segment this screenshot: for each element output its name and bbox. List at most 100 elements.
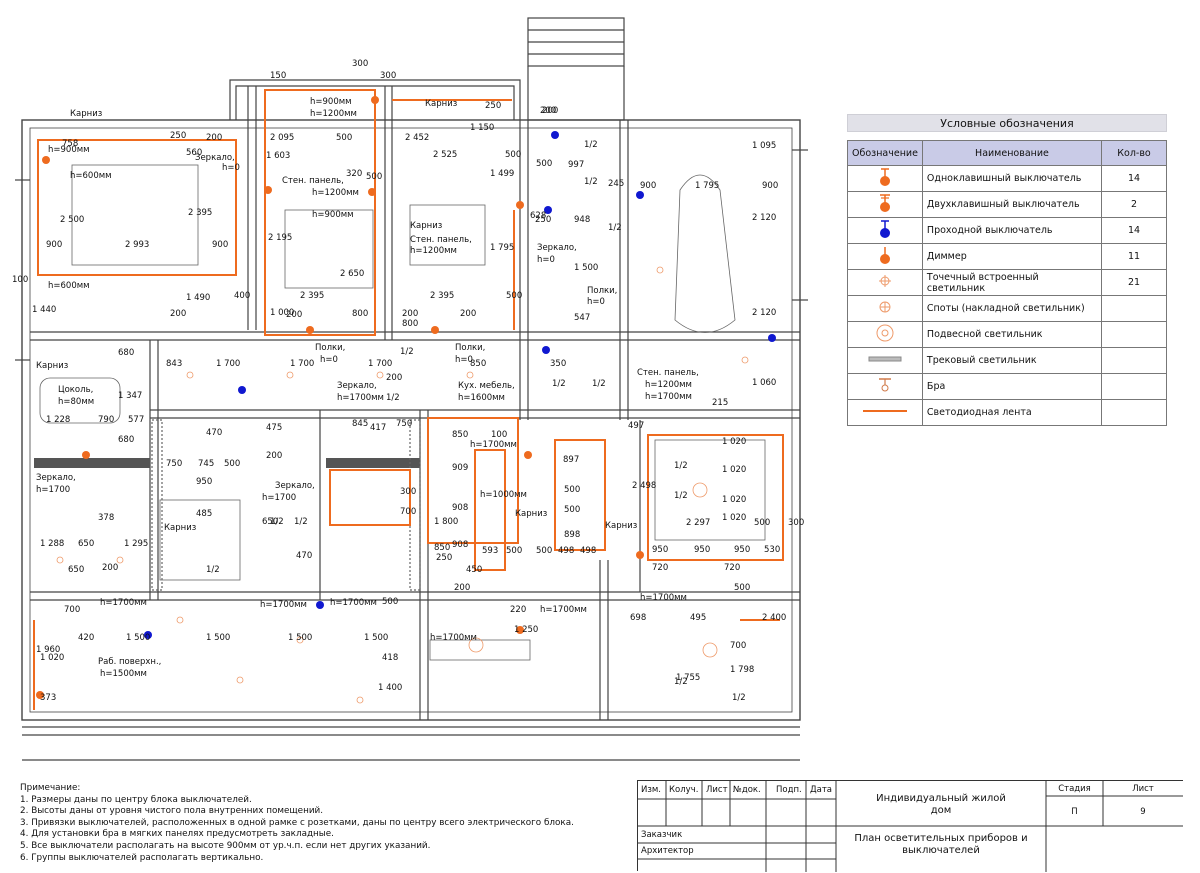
dimension-label: 100 [491,430,507,440]
stamp-header-izm: Изм. [641,785,661,795]
dimension-label: 1 500 [206,633,230,643]
dimension-label: 700 [400,507,416,517]
dimension-label: 908 [452,540,468,550]
dimension-label: 350 [550,359,566,369]
plan-label: h=1200мм [645,380,692,390]
dimension-label: 2 095 [270,133,294,143]
legend-row-qty [1101,399,1167,426]
legend-row: Точечный встроенный светильник 21 [847,269,1167,296]
dimension-label: 475 [266,423,282,433]
dimension-label: 680 [118,435,134,445]
stamp-stage-label: Стадия [1058,784,1091,794]
dimension-label: 1/2 [400,347,414,357]
legend-row-qty: 14 [1101,217,1167,244]
spot-lights [56,266,749,704]
dimension-label: 950 [694,545,710,555]
dimension-label: 1 700 [368,359,392,369]
stamp-architect: Архитектор [641,846,694,856]
plan-label: h=900мм [48,145,90,155]
notes: Примечание: 1. Размеры даны по центру бл… [20,783,574,864]
dimension-label: 1 020 [722,465,746,475]
dimension-label: 200 [206,133,222,143]
plan-label: h=1700мм [260,600,307,610]
dimension-label: 378 [98,513,114,523]
dimension-label: 1 795 [490,243,514,253]
plan-label: h=1700мм [430,633,477,643]
legend-row: Подвесной светильник [847,321,1167,348]
dimension-label: 500 [506,546,522,556]
plan-label: Раб. поверхн., [98,657,161,667]
plan-label: h=1700мм [540,605,587,615]
dimension-label: 300 [400,487,416,497]
dimension-label: 320 [346,169,362,179]
dimension-label: 1/2 [732,693,746,703]
plan-label: Зеркало, [195,153,235,163]
plan-label: Карниз [410,221,443,231]
plan-label: h=0 [455,355,473,365]
dimension-label: 2 525 [433,150,457,160]
plan-label: h=0 [320,355,338,365]
dimension-label: 100 [12,275,28,285]
legend-header-qty: Кол-во [1101,140,1167,166]
dimension-label: 950 [734,545,750,555]
title-block-grid [638,781,1183,872]
dimension-label: 1 295 [124,539,148,549]
dimension-label: 1 400 [378,683,402,693]
dimension-label: 900 [212,240,228,250]
legend-row-qty [1101,347,1167,374]
stamp-sheet-title-line1: План осветительных приборов и [854,833,1028,844]
legend-row-name: Проходной выключатель [921,217,1103,244]
dimension-label: 843 [166,359,182,369]
dimension-label: 498 [558,546,574,556]
dimension-label: 420 [78,633,94,643]
plan-label: Зеркало, [337,381,377,391]
dimension-label: 250 [170,131,186,141]
notes-title: Примечание: [20,783,81,793]
plan-label: h=1700мм [337,393,384,403]
dimension-label: 1 020 [722,513,746,523]
legend-title: Условные обозначения [847,114,1167,132]
led-strips [33,89,784,710]
dimension-label: 418 [382,653,398,663]
dimension-label: 2 195 [268,233,292,243]
dimension-label: 300 [352,59,368,69]
dimension-label: 1/2 [674,491,688,501]
dimension-label: 720 [652,563,668,573]
dimension-label: 500 [536,159,552,169]
dimension-label: 1 700 [216,359,240,369]
dimension-label: 1/2 [552,379,566,389]
dimension-label: 498 [580,546,596,556]
note-item: 2. Высоты даны от уровня чистого пола вн… [20,806,324,817]
dimension-label: 900 [46,240,62,250]
plan-label: h=80мм [58,397,94,407]
plan-label: h=1200мм [310,109,357,119]
dimension-label: 2 395 [188,208,212,218]
plan-label: h=1200мм [410,246,457,256]
dimension-label: 250 [535,215,551,225]
legend: Условные обозначения Обозначение Наимено… [847,114,1167,426]
dimension-label: 997 [568,160,584,170]
dimension-label: 1 795 [695,181,719,191]
plan-label: h=1700мм [330,598,377,608]
dimension-label: 950 [196,477,212,487]
plan-label: h=1700 [36,485,70,495]
dimension-label: 2 395 [300,291,324,301]
dimension-label: 2 400 [762,613,786,623]
recessed-spot-icon [878,275,891,287]
dimension-label: 500 [382,597,398,607]
note-item: 4. Для установки бра в мягких панелях пр… [20,829,334,840]
legend-row: Двухклавишный выключатель 2 [847,191,1167,218]
dimension-label: 500 [564,505,580,515]
sconce-icon [878,378,891,392]
plan-label: h=1500мм [100,669,147,679]
dimension-label: 200 [102,563,118,573]
dimension-label: 500 [564,485,580,495]
dimension-label: 948 [574,215,590,225]
stamp-header-doc: №док. [733,785,761,795]
dimension-label: 373 [40,693,56,703]
plan-label: Полки, [455,343,485,353]
dimension-label: 497 [628,421,644,431]
legend-row-name: Подвесной светильник [921,321,1103,348]
dimension-label: 593 [482,546,498,556]
